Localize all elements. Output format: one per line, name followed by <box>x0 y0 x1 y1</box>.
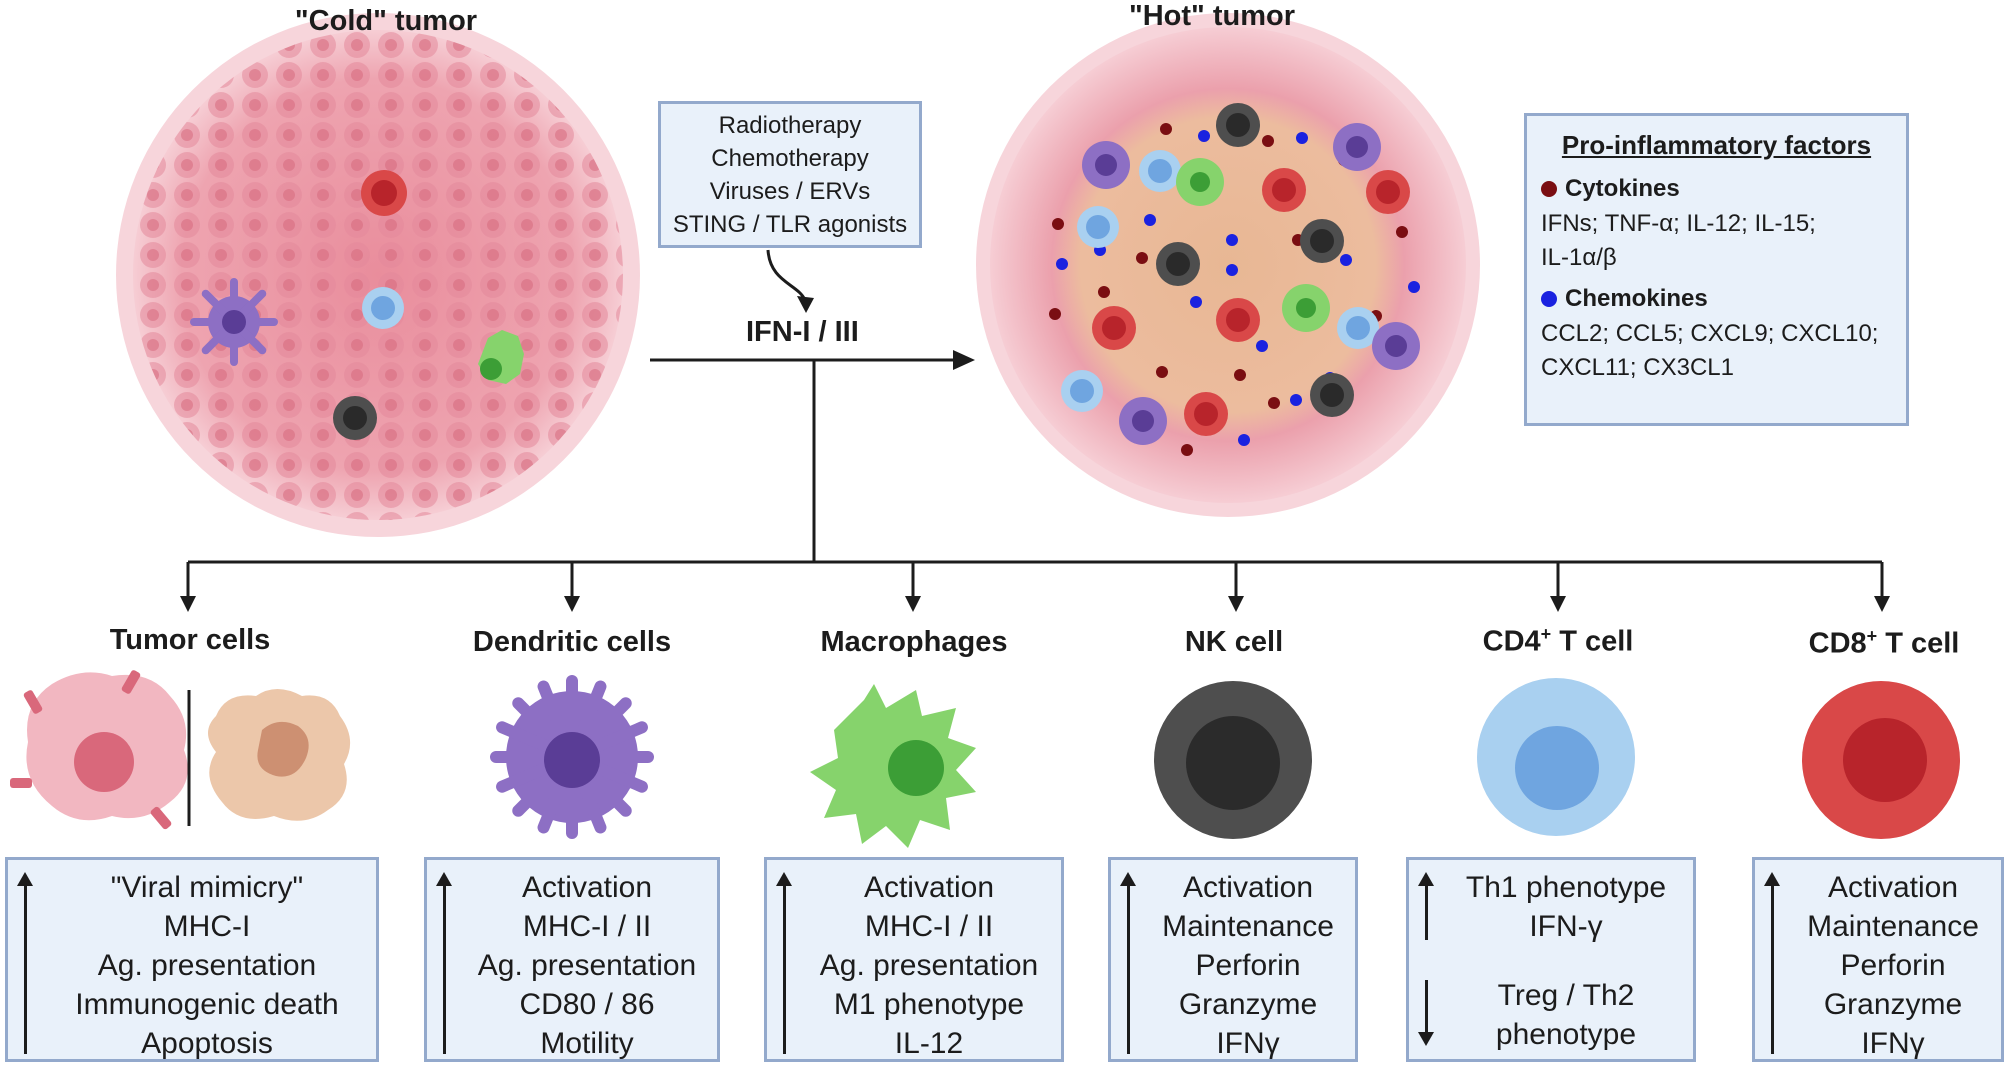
up-arrow-icon <box>17 872 33 1054</box>
tumor-cell-icon <box>10 670 188 830</box>
chemokines-list: CCL2; CCL5; CXCL9; CXCL10; CXCL11; CX3CL… <box>1541 317 1892 385</box>
pro-inflammatory-title: Pro-inflammatory factors <box>1561 130 1872 160</box>
ifn-label: IFN-I / III <box>746 316 859 348</box>
down-arrow-icon <box>1418 980 1434 1046</box>
chemokines-line: CXCL11; CX3CL1 <box>1541 354 1734 381</box>
hot-tumor-title: "Hot" tumor <box>1128 0 1296 32</box>
nk-cell-title: NK cell <box>1184 626 1284 658</box>
tumor-cells-title: Tumor cells <box>109 624 271 656</box>
dendritic-cells-title: Dendritic cells <box>472 626 672 658</box>
cd8-t-cell-icon <box>1802 681 1960 839</box>
chemokines-line: CCL2; CCL5; CXCL9; CXCL10; <box>1541 320 1879 347</box>
cytokines-line: IL-1α/β <box>1541 244 1617 271</box>
macrophage-icon <box>810 684 976 848</box>
cytokines-heading: Cytokines <box>1541 175 1892 203</box>
treatment-item: Radiotherapy <box>718 111 862 139</box>
cytokines-list: IFNs; TNF-α; IL-12; IL-15; IL-1α/β <box>1541 207 1892 275</box>
dying-tumor-cell-icon <box>208 689 351 821</box>
up-arrow-icon <box>1418 872 1434 940</box>
treatment-item: Viruses / ERVs <box>709 177 871 205</box>
up-arrow-icon <box>776 872 792 1054</box>
nk-cell-icon <box>1154 681 1312 839</box>
pro-inflammatory-box: Pro-inflammatory factors Cytokines IFNs;… <box>1524 113 1909 426</box>
cytokines-label: Cytokines <box>1565 175 1680 202</box>
cd4-t-cell-icon <box>1477 678 1635 836</box>
treatment-box: Radiotherapy Chemotherapy Viruses / ERVs… <box>658 101 922 248</box>
treatment-item: STING / TLR agonists <box>672 210 908 238</box>
up-arrow-icon <box>1120 872 1136 1054</box>
macrophages-title: Macrophages <box>820 626 1008 658</box>
cd8-t-cell-title: CD8+ T cell <box>1808 626 1960 660</box>
up-arrow-icon <box>436 872 452 1054</box>
cold-tumor-title: "Cold" tumor <box>294 5 478 37</box>
chemokines-heading: Chemokines <box>1541 285 1892 313</box>
treatment-item: Chemotherapy <box>711 144 869 172</box>
cd4-t-cell-title: CD4+ T cell <box>1482 624 1634 658</box>
dendritic-cell-icon <box>490 675 654 839</box>
cold-tumor-icon <box>116 13 640 537</box>
cytokine-dot-icon <box>1541 181 1557 197</box>
cytokines-line: IFNs; TNF-α; IL-12; IL-15; <box>1541 210 1816 237</box>
chemokine-dot-icon <box>1541 291 1557 307</box>
chemokines-label: Chemokines <box>1565 285 1708 312</box>
up-arrow-icon <box>1764 872 1780 1054</box>
hot-tumor-icon <box>976 13 1480 517</box>
